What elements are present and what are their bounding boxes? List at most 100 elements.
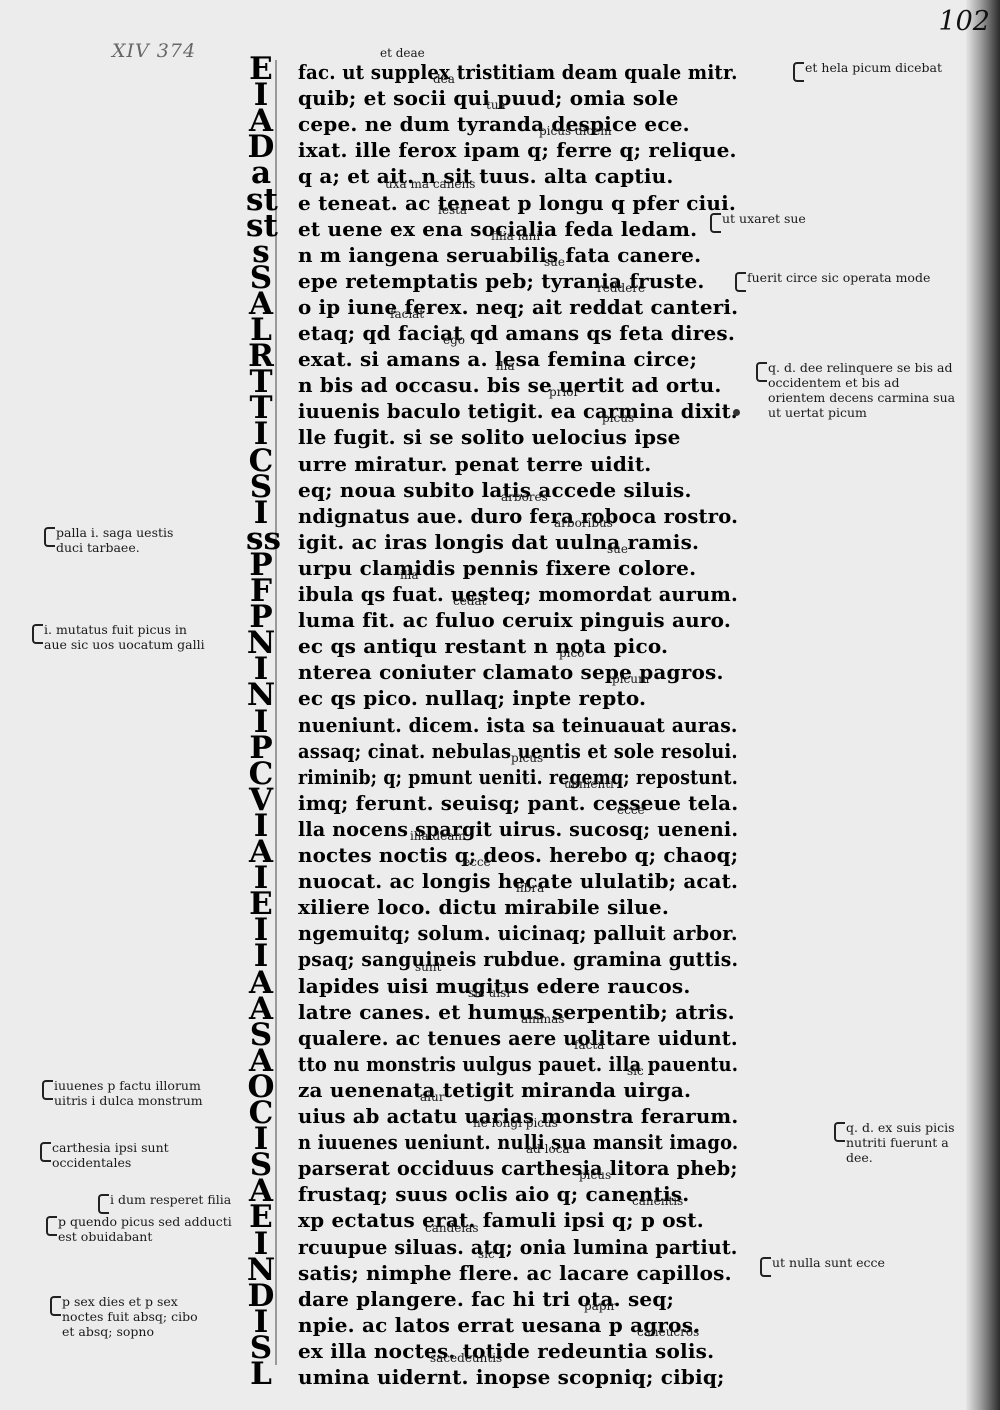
- line-initial: s: [252, 233, 270, 270]
- line-initial: E: [249, 1199, 273, 1236]
- line-text: q a; et ait. n sit tuus. alta captiu.: [298, 164, 674, 189]
- line-text: igit. ac iras longis dat uulna ramis.: [298, 529, 700, 554]
- folio-number: 102: [938, 6, 990, 37]
- line-text: noctes noctis q; deos. herebo q; chaoq;: [298, 843, 739, 867]
- line-initial: C: [248, 442, 274, 479]
- line-initial: T: [249, 364, 273, 401]
- right-gloss-3: fuerit circe sic operata mode: [734, 270, 931, 292]
- left-note-5: i dum resperet filia: [97, 1192, 232, 1214]
- line-text: ixat. ille ferox ipam q; ferre q; reliqu…: [298, 138, 737, 163]
- interlinear-gloss: sunt: [415, 959, 442, 974]
- line-initial: E: [249, 51, 273, 87]
- interlinear-gloss: picum: [612, 672, 650, 687]
- line-text: imq; ferunt. seuisq; pant. cesseue tela.: [298, 790, 739, 815]
- line-initial: L: [250, 312, 272, 348]
- line-text: xp ectatus erat. famuli ipsi q; p ost.: [298, 1208, 704, 1233]
- shelfmark: XIV 374: [112, 40, 197, 62]
- line-initial: R: [248, 338, 274, 375]
- left-note-3: iuuenes p factu illorum uitris i dulca m…: [42, 1078, 203, 1108]
- interlinear-gloss: reddere: [597, 280, 646, 295]
- line-initial: I: [253, 860, 269, 897]
- interlinear-gloss: faciat: [390, 307, 425, 321]
- line-text: n m iangena seruabilis fata canere.: [298, 242, 702, 267]
- line-initial: I: [253, 1121, 269, 1158]
- interlinear-gloss: ad loca: [526, 1142, 570, 1157]
- line-text: cepe. ne dum tyranda despice ece.: [298, 112, 690, 137]
- line-text: ibula qs fuat. uesteq; momordat aurum.: [298, 582, 738, 606]
- interlinear-gloss: picus: [602, 411, 635, 426]
- line-text: ex illa noctes. totide redeuntia solis.: [298, 1338, 715, 1363]
- line-initial: E: [249, 886, 273, 923]
- interlinear-gloss: uenienti: [564, 776, 614, 791]
- interlinear-gloss: tua: [486, 98, 506, 113]
- line-initial: P: [249, 729, 273, 766]
- line-initial: V: [248, 781, 274, 818]
- line-text: umina uidernt. inopse scopniq; cibiq;: [298, 1365, 725, 1389]
- interlinear-gloss: animas: [521, 1011, 565, 1026]
- line-text: psaq; sanguineis rubdue. gramina guttis.: [298, 947, 739, 972]
- line-initial: I: [253, 77, 269, 114]
- line-initial: N: [246, 1251, 276, 1288]
- line-text: nuocat. ac longis hecate ululatib; acat.: [298, 869, 739, 894]
- line-initial: N: [246, 625, 276, 662]
- right-gloss-4: q. d. dee relinquere se bis ad occidente…: [756, 360, 958, 420]
- line-initial: A: [248, 1042, 274, 1079]
- interlinear-gloss: sic: [627, 1063, 644, 1078]
- line-text: lle fugit. si se solito uelocius ipse: [298, 425, 681, 450]
- interlinear-gloss: ego: [443, 333, 466, 348]
- line-text: lapides uisi mugitus edere raucos.: [298, 973, 691, 998]
- line-initial: A: [248, 990, 274, 1027]
- interlinear-gloss: pico: [559, 646, 585, 661]
- line-initial: C: [248, 755, 274, 792]
- line-initial: T: [249, 390, 273, 427]
- line-initial: P: [249, 599, 273, 636]
- line-text: ndignatus aue. duro fera roboca rostro.: [298, 503, 739, 528]
- line-initial: S: [249, 1147, 273, 1184]
- interlinear-gloss: candelas: [425, 1220, 479, 1235]
- line-initial: A: [248, 1173, 274, 1210]
- line-text: assaq; cinat. nebulas uentis et sole res…: [298, 738, 738, 763]
- line-initial: S: [249, 259, 273, 296]
- line-text: et uene ex ena socialia feda ledam.: [298, 216, 698, 241]
- line-initial: I: [253, 703, 269, 740]
- interlinear-gloss: illa deam: [410, 829, 466, 843]
- line-initial: A: [248, 103, 274, 140]
- interlinear-gloss: sue: [607, 541, 628, 556]
- interlinear-gloss: sacedeuntis: [430, 1351, 503, 1365]
- line-text: uius ab actatu uarias monstra ferarum.: [298, 1104, 739, 1128]
- line-text: etaq; qd faciat qd amans qs feta dires.: [298, 321, 736, 345]
- line-text: lla nocens spargit uirus. sucosq; ueneni…: [298, 816, 739, 841]
- interlinear-gloss: arbores: [501, 489, 548, 504]
- line-initial: I: [253, 1303, 269, 1340]
- line-initial: O: [247, 1068, 275, 1105]
- interlinear-gloss: sic: [478, 1246, 495, 1261]
- line-text: rcuupue siluas. atq; onia lumina partiut…: [298, 1234, 738, 1259]
- right-gloss-6: ut nulla sunt ecce: [760, 1255, 885, 1277]
- line-initial: D: [247, 129, 275, 166]
- line-text: e teneat. ac teneat p longu q pfer ciui.: [298, 190, 737, 215]
- line-initial: F: [249, 573, 272, 609]
- line-initial: D: [247, 1277, 275, 1314]
